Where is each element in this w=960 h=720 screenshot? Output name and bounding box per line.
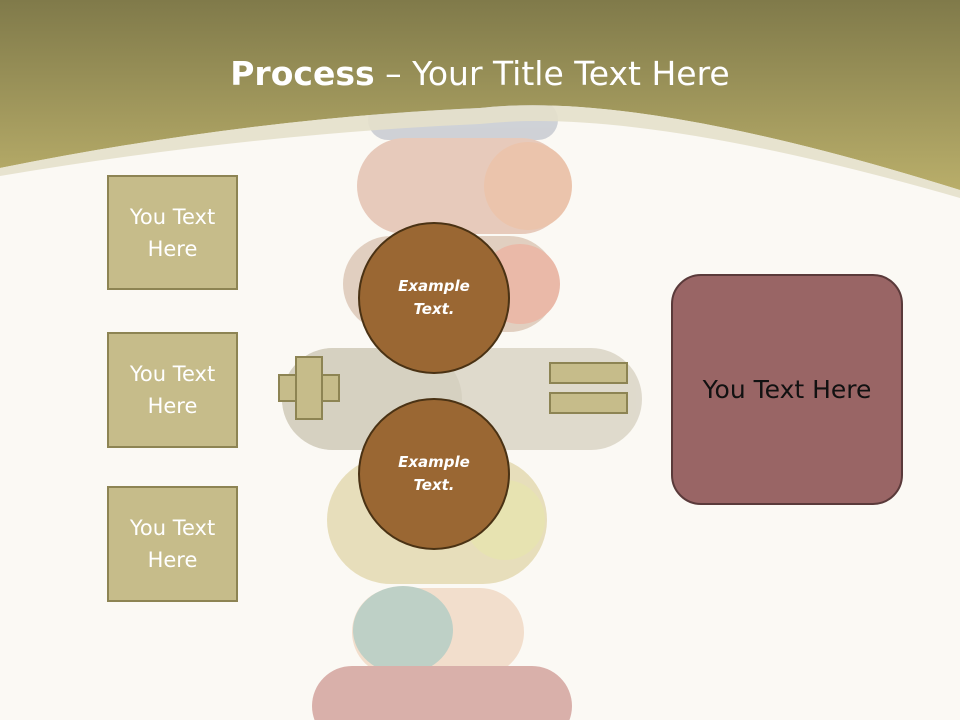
example-circle-2[interactable]: Example Text. (358, 398, 510, 550)
text-box-3[interactable]: You Text Here (107, 486, 238, 602)
result-box[interactable]: You Text Here (671, 274, 903, 505)
text-box-1[interactable]: You Text Here (107, 175, 238, 290)
plus-vertical-bar (295, 356, 323, 420)
example-circle-1[interactable]: Example Text. (358, 222, 510, 374)
circle-label: Example Text. (398, 453, 470, 494)
title-rest: – Your Title Text Here (374, 54, 730, 93)
text-box-2[interactable]: You Text Here (107, 332, 238, 448)
title-bold: Process (230, 54, 375, 93)
text-box-label: You Text Here (129, 362, 216, 418)
text-box-label: You Text Here (129, 204, 216, 261)
slide-title: Process – Your Title Text Here (0, 52, 960, 96)
equals-top-bar (549, 362, 628, 384)
equals-bottom-bar (549, 392, 628, 414)
text-box-label: You Text Here (129, 516, 216, 572)
result-label: You Text Here (702, 374, 872, 404)
circle-label: Example Text. (398, 277, 470, 318)
